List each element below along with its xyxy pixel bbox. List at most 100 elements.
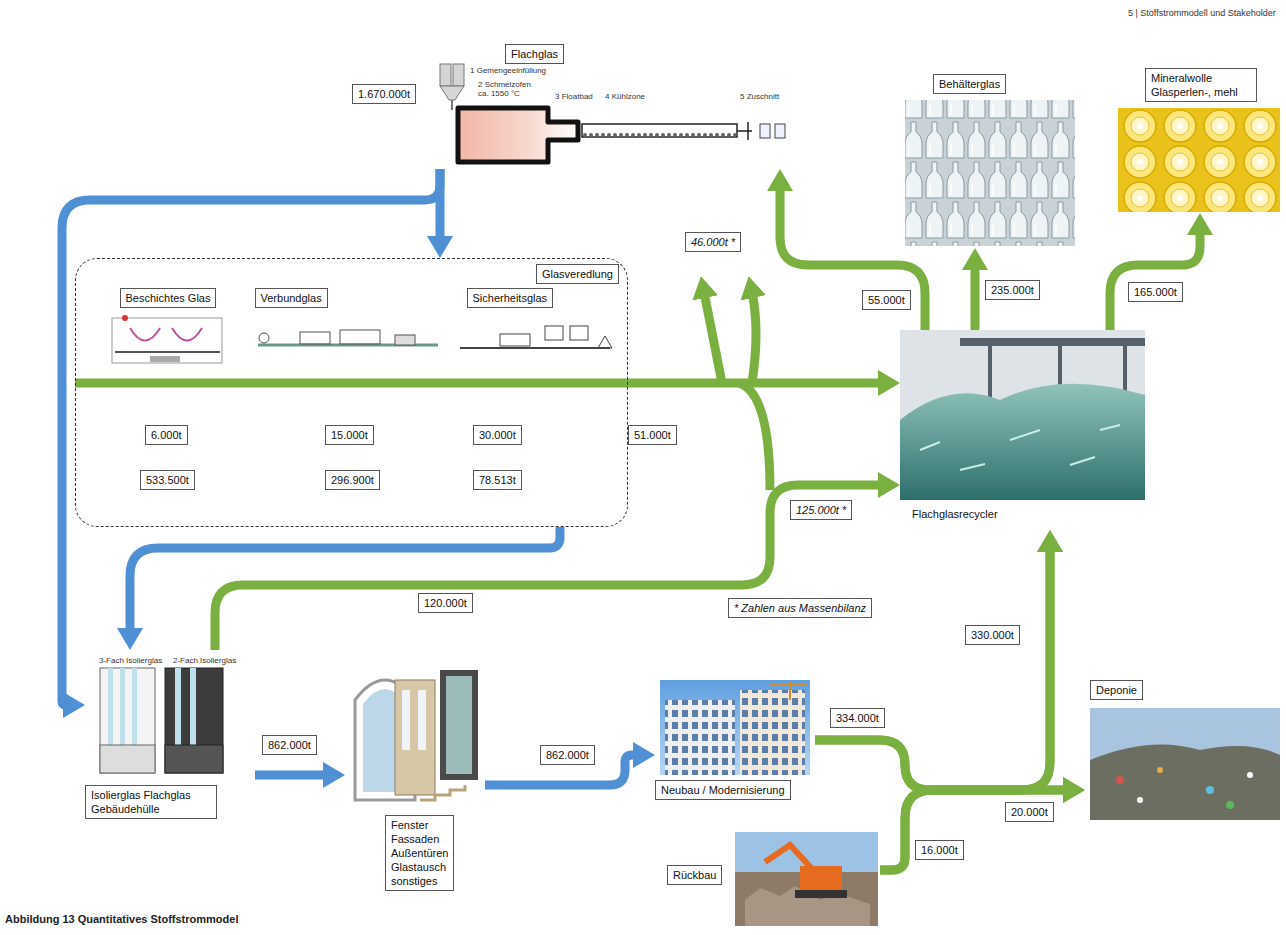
region-title: Glasveredlung [536, 264, 619, 284]
windows-doors-photo [402, 690, 410, 750]
laminating-schematic [258, 330, 438, 345]
landfill-photo [1090, 744, 1280, 820]
windows-doors-photo [420, 785, 465, 800]
float-glass-plant [737, 130, 752, 132]
flow-value: 1.670.000t [352, 84, 416, 104]
process-node: Verbundglas [250, 288, 445, 374]
coating-schematic [115, 351, 220, 353]
flow-value: 55.000t [862, 290, 911, 310]
mass-balance-branches [704, 292, 722, 383]
flow-arrow [215, 485, 884, 650]
coating-schematic [112, 318, 222, 363]
flow-value: 235.000t [985, 280, 1040, 300]
windows-doors-photo [355, 670, 478, 800]
demolition-photo [735, 832, 878, 926]
landfill-node: Deponie [1085, 676, 1283, 824]
insulating-glass-profiles [120, 668, 125, 748]
new-buildings-photo [789, 682, 791, 700]
coating-schematic [122, 315, 128, 321]
flow-arrow [1110, 229, 1200, 330]
laminating-schematic [300, 332, 330, 344]
flow-arrow [971, 264, 980, 330]
flow-arrow [815, 546, 1050, 790]
insulating-glass-profiles [165, 668, 223, 773]
building-node: Neubau / Modernisierung [655, 676, 815, 804]
landfill-photo [1157, 767, 1163, 773]
flow-value: 16.000t [915, 840, 964, 860]
part-label: 2-Fach Isolierglas [173, 656, 236, 665]
flow-value: 6.000t [145, 425, 188, 445]
flow-value: 125.000t * [790, 500, 852, 520]
windows-doors-photo [395, 680, 435, 795]
float-glass-plant [440, 64, 785, 162]
float-glass-plant [440, 86, 464, 100]
flow-connectors [62, 169, 1200, 870]
new-buildings-photo [740, 690, 805, 775]
landfill-photo [1206, 786, 1214, 794]
flow-value: 30.000t [473, 425, 522, 445]
windows-doors-photo [446, 676, 472, 774]
flow-value: 334.000t [830, 708, 885, 728]
new-buildings-photo [665, 700, 735, 775]
process-node: Sicherheitsglas [455, 288, 620, 374]
flow-arrow [130, 527, 560, 634]
float-glass-plant [440, 64, 451, 86]
windows-doors-photo [418, 690, 426, 750]
flow-value: 862.000t [262, 735, 317, 755]
flow-arrow [780, 185, 925, 330]
new-buildings-photo [770, 683, 808, 685]
demolition-photo [795, 890, 847, 898]
container-glass-photo [905, 100, 1075, 246]
insulating-glass-profiles [108, 668, 113, 748]
flow-value: 862.000t [540, 745, 595, 765]
landfill-photo [1116, 776, 1124, 784]
flow-arrow [880, 790, 1069, 870]
new-buildings-photo [660, 680, 810, 775]
new-buildings-photo [665, 700, 735, 775]
windows-doors-photo [355, 680, 415, 800]
tempering-schematic [500, 334, 530, 346]
step-label: 4 Kühlzone [605, 92, 645, 101]
recycler-photo [900, 384, 1145, 500]
tempering-schematic [545, 326, 563, 340]
laminating-schematic [340, 330, 380, 344]
coating-schematic [172, 328, 202, 341]
tempering-schematic [460, 326, 612, 348]
container-glass-photo [905, 100, 1075, 246]
flow-value: 78.513t [473, 470, 522, 490]
mineral-wool-photo [1118, 108, 1280, 212]
node-label: Sicherheitsglas [467, 288, 554, 308]
demolition-photo [800, 866, 842, 890]
mass-balance-branches [752, 292, 756, 383]
figure-caption: Abbildung 13 Quantitatives Stoffstrommod… [5, 912, 238, 926]
float-glass-plant [747, 122, 749, 140]
insulating-glass-profiles [100, 668, 155, 773]
insulating-glass-profiles [132, 668, 137, 748]
step-label: 5 Zuschnitt [740, 92, 779, 101]
process-node: Beschichtes Glas [100, 288, 240, 374]
demolition-photo [735, 832, 878, 874]
flow-arrow [815, 740, 1069, 790]
flow-arrow [75, 379, 884, 388]
recycler-photo [988, 346, 992, 400]
recycler-photo [1123, 346, 1127, 395]
new-buildings-photo [660, 680, 810, 775]
tempering-schematic [598, 336, 612, 348]
node-label: Flachglas [505, 44, 564, 64]
container-glass-photo [905, 100, 1075, 246]
float-glass-plant [775, 124, 785, 138]
float-glass-plant [458, 108, 578, 162]
node-label: Mineralwolle Glasperlen-, mehl [1145, 68, 1257, 102]
recycler-photo [900, 330, 1145, 500]
insulating-glass-profiles [175, 668, 181, 748]
mass-balance-branches [740, 383, 770, 490]
step-label: 2 Schmelzofen ca. 1550 °C [478, 80, 540, 98]
product-node: Mineralwolle Glasperlen-, mehl [1115, 68, 1283, 213]
float-glass-plant [453, 64, 464, 86]
coating-schematic [130, 328, 160, 341]
landfill-photo [1247, 772, 1253, 778]
insulating-glass-profiles [100, 745, 155, 773]
product-node: Fenster Fassaden Außentüren Glastausch s… [345, 650, 485, 928]
flow-value: 20.000t [1005, 802, 1054, 822]
node-label: Fenster Fassaden Außentüren Glastausch s… [385, 815, 454, 891]
